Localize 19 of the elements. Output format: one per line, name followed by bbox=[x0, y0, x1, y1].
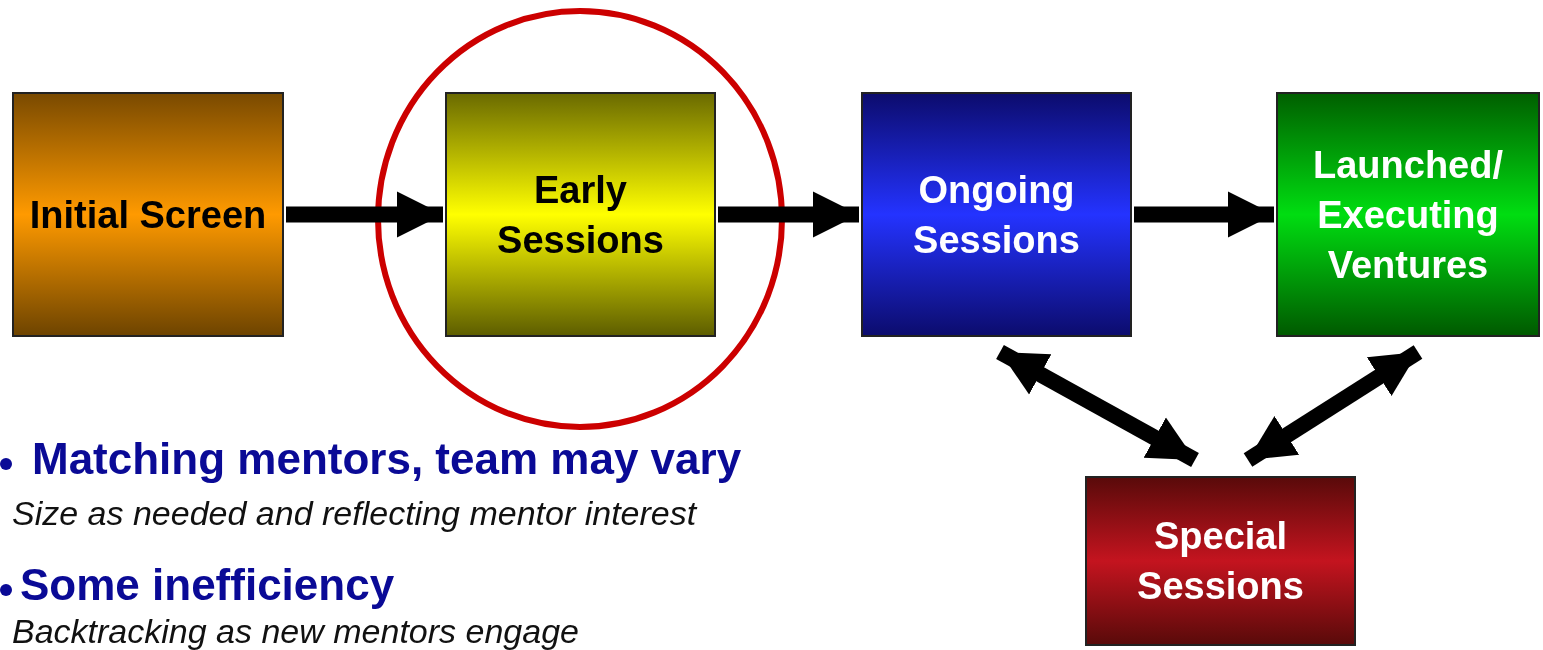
process-box bbox=[1085, 476, 1356, 646]
arrow bbox=[286, 191, 443, 238]
bullet-heading: Some inefficiency bbox=[20, 560, 395, 610]
process-box bbox=[445, 92, 716, 337]
bullet-heading: Matching mentors, team may vary bbox=[32, 434, 742, 484]
process-box bbox=[861, 92, 1132, 337]
bullet-note: Backtracking as new mentors engage bbox=[12, 612, 579, 650]
arrow bbox=[1134, 191, 1274, 238]
arrow bbox=[718, 191, 859, 238]
box-label: Initial Screen bbox=[28, 192, 268, 238]
process-box bbox=[1276, 92, 1540, 337]
arrow bbox=[1243, 345, 1423, 467]
box-label: Early Sessions bbox=[496, 167, 665, 263]
box-label: Launched/ Executing Ventures bbox=[1312, 142, 1504, 288]
box-label: Special Sessions bbox=[1136, 514, 1305, 609]
bullet-note: Size as needed and reflecting mentor interest bbox=[12, 494, 697, 533]
box-label: Ongoing Sessions bbox=[912, 167, 1081, 263]
process-box bbox=[12, 92, 284, 337]
arrow bbox=[996, 345, 1199, 467]
